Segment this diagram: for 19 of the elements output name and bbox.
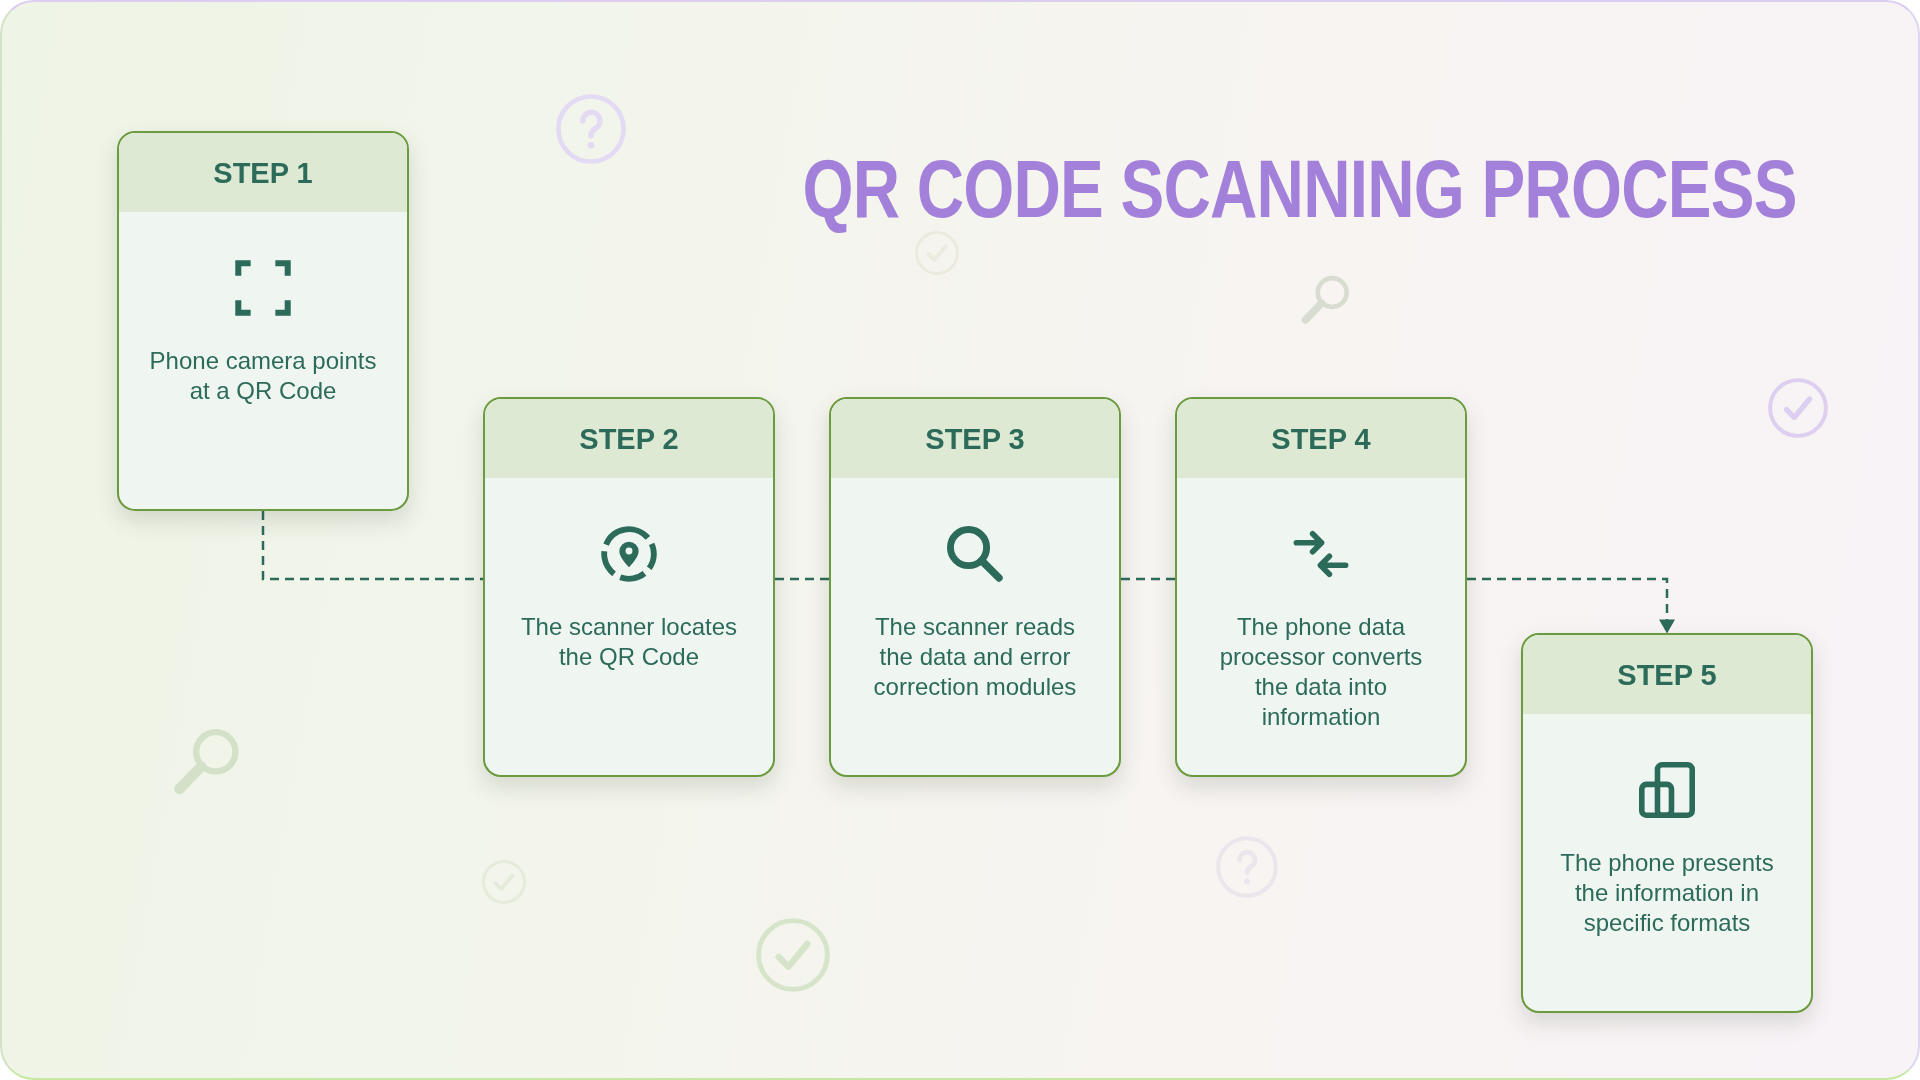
dashed-connector [1121, 577, 1175, 581]
step-card [1521, 633, 1813, 1013]
step-card [483, 397, 775, 777]
step-description: The phone presents the information in specific formats [1559, 848, 1775, 938]
step-label: STEP 2 [579, 421, 679, 456]
step-description: Phone camera points at a QR Code [148, 346, 378, 406]
step-label: STEP 4 [1271, 421, 1371, 456]
step-description: The scanner reads the data and error correction modules [872, 612, 1078, 702]
step-description: The phone data processor converts the data into information [1218, 612, 1424, 732]
dashed-connector [775, 577, 829, 581]
dashed-connector [261, 511, 483, 581]
step-card [829, 397, 1121, 777]
step-label: STEP 5 [1617, 657, 1717, 692]
step-label: STEP 3 [925, 421, 1025, 456]
step-card [117, 131, 409, 511]
step-card [1175, 397, 1467, 777]
dashed-arrow [1467, 577, 1675, 634]
step-description: The scanner locates the QR Code [519, 612, 739, 672]
step-label: STEP 1 [213, 155, 313, 190]
